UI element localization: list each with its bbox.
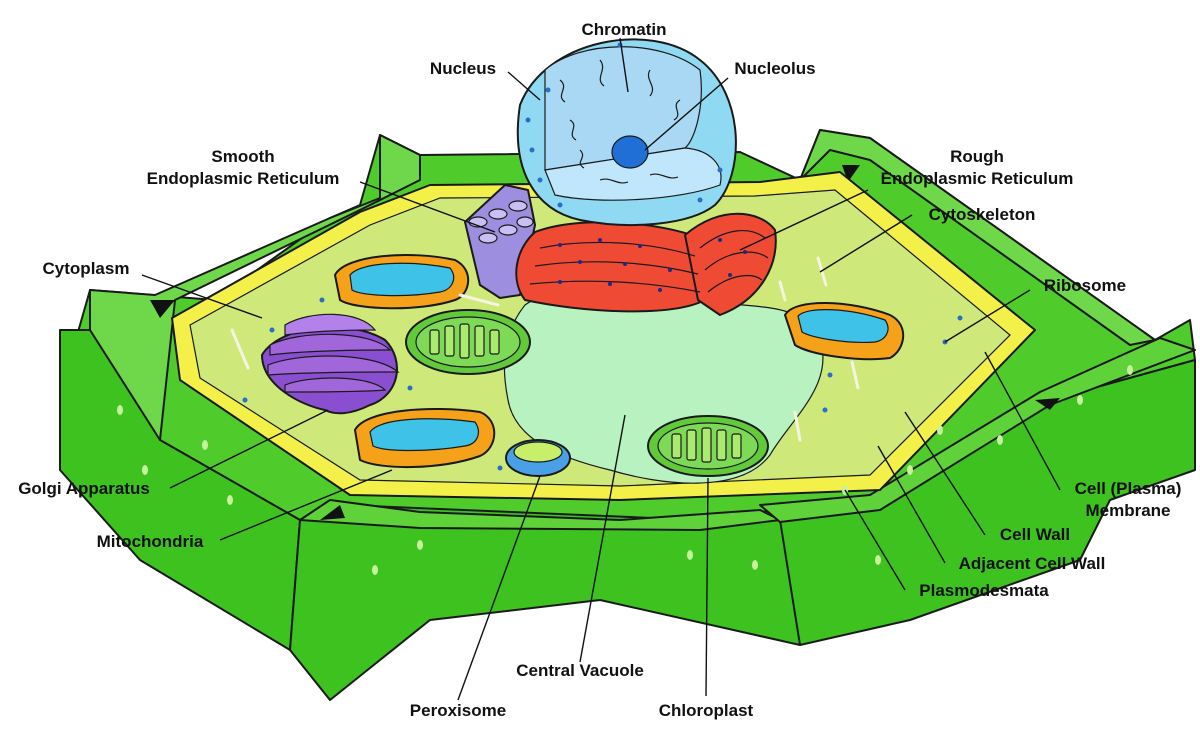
label-golgi-apparatus: Golgi Apparatus	[18, 479, 150, 498]
label-adjacent-cell-wall: Adjacent Cell Wall	[959, 554, 1106, 573]
label-cytoskeleton: Cytoskeleton	[929, 205, 1036, 224]
label-nucleolus: Nucleolus	[734, 59, 815, 78]
label-chromatin: Chromatin	[582, 20, 667, 39]
label-nucleus: Nucleus	[430, 59, 496, 78]
label-plasma-membrane-line1: Cell (Plasma)	[1075, 479, 1182, 498]
mitochondrion-top	[334, 254, 470, 310]
peroxisome	[505, 439, 571, 477]
cytoskeleton-filaments	[230, 256, 860, 442]
mitochondrion-bottom	[354, 408, 496, 469]
label-peroxisome: Peroxisome	[410, 701, 506, 720]
golgi-apparatus	[261, 313, 400, 415]
nucleolus	[611, 135, 649, 169]
label-central-vacuole: Central Vacuole	[516, 661, 644, 680]
label-chloroplast: Chloroplast	[659, 701, 754, 720]
label-smooth-er-line1: Smooth	[211, 147, 274, 166]
label-cytoplasm: Cytoplasm	[43, 259, 130, 278]
label-cell-wall: Cell Wall	[1000, 525, 1070, 544]
label-plasmodesmata: Plasmodesmata	[919, 581, 1049, 600]
chloroplast-left	[405, 309, 531, 375]
rough-endoplasmic-reticulum	[515, 212, 777, 316]
leader-lines	[141, 37, 1061, 701]
label-ribosome: Ribosome	[1044, 276, 1126, 295]
label-rough-er-line1: Rough	[950, 147, 1004, 166]
chloroplast-right	[647, 415, 769, 477]
nucleus	[516, 38, 737, 226]
label-rough-er-line2: Endoplasmic Reticulum	[881, 169, 1074, 188]
label-smooth-er-line2: Endoplasmic Reticulum	[147, 169, 340, 188]
label-mitochondria: Mitochondria	[97, 532, 204, 551]
label-plasma-membrane-line2: Membrane	[1085, 501, 1170, 520]
labels: Chromatin Nucleus Nucleolus Smooth Endop…	[18, 20, 1181, 720]
mitochondrion-right	[784, 302, 905, 361]
